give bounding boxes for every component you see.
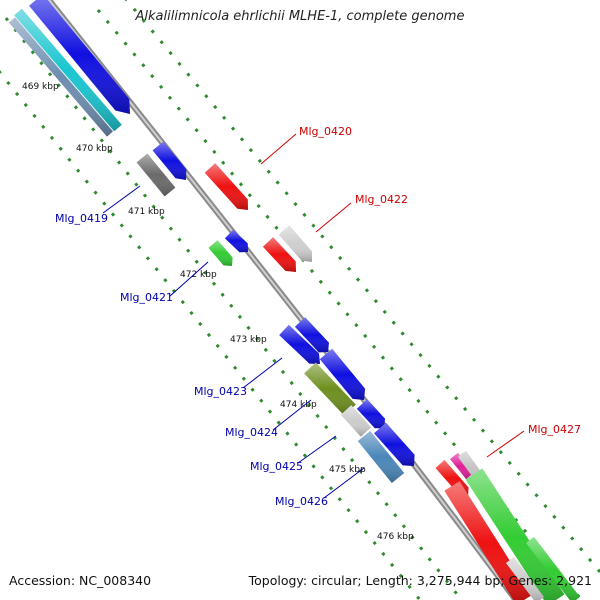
feature-mlg-0421-green-shading [208, 240, 233, 266]
feature-mlg-0423-blue-b-shading [294, 317, 329, 353]
gene-label-mlg-0425[interactable]: Mlg_0425 [250, 460, 303, 473]
leader-mlg-0424 [272, 399, 312, 431]
kbp-label-471: 471 kbp [128, 207, 165, 217]
feature-cyan-long-shading [14, 8, 122, 132]
feature-green-long-shading [465, 468, 565, 600]
tick-line-inner-2 [124, 0, 600, 573]
gene-label-mlg-0427[interactable]: Mlg_0427 [528, 423, 581, 436]
feature-mlg-0422-grey-shading [278, 225, 312, 262]
feature-mlg-0426-blue-shading [374, 422, 415, 466]
gene-features [9, 0, 580, 600]
feature-mlg-0422-red-shading [262, 237, 296, 272]
leader-mlg-0423 [242, 357, 283, 389]
tick-line-inner-1 [96, 9, 582, 599]
topology-text: Topology: circular; Length: 3,275,944 bp… [248, 573, 592, 588]
kbp-label-476: 476 kbp [377, 532, 414, 542]
feature-grey-right-shading [506, 557, 544, 600]
kbp-label-470: 470 kbp [76, 144, 113, 154]
gene-label-leaders [102, 133, 525, 499]
kbp-label-472: 472 kbp [180, 270, 217, 280]
gene-label-mlg-0420[interactable]: Mlg_0420 [299, 125, 352, 138]
feature-green-far-shading [526, 537, 580, 600]
kbp-scale: 469 kbp 470 kbp 471 kbp 472 kbp 473 kbp … [22, 82, 414, 542]
gene-label-mlg-0422[interactable]: Mlg_0422 [355, 193, 408, 206]
leader-mlg-0426 [323, 467, 365, 499]
gene-labels: Mlg_0419 Mlg_0420 Mlg_0421 Mlg_0422 Mlg_… [55, 125, 581, 508]
feature-red-long-shading [444, 481, 532, 600]
feature-mlg-0419-grey-shading [136, 153, 176, 197]
feature-mlg-0419-blue-shading [152, 141, 187, 180]
feature-mlg-0420-shading [204, 163, 248, 210]
feature-mlg-0424-olive-shading [304, 362, 356, 416]
kbp-label-475: 475 kbp [329, 465, 366, 475]
accession-text: Accession: NC_008340 [9, 573, 152, 588]
leader-mlg-0421 [169, 261, 209, 297]
feature-mlg-0421-blue-shading [224, 229, 248, 253]
leader-mlg-0425 [297, 435, 337, 464]
feature-mlg-0427-pink-shading [450, 452, 474, 480]
leader-mlg-0422 [315, 202, 352, 233]
kbp-label-473: 473 kbp [230, 335, 267, 345]
kbp-label-469: 469 kbp [22, 82, 59, 92]
leader-mlg-0420 [260, 133, 297, 165]
leader-mlg-0419 [102, 185, 141, 214]
feature-slate-long-shading [9, 17, 113, 137]
gene-label-mlg-0426[interactable]: Mlg_0426 [275, 495, 328, 508]
map-title: Alkalilimnicola ehrlichii MLHE-1, comple… [135, 9, 465, 24]
feature-mlg-0424-blue-shading [319, 348, 366, 400]
gene-label-mlg-0423[interactable]: Mlg_0423 [194, 385, 247, 398]
gene-label-mlg-0424[interactable]: Mlg_0424 [225, 426, 278, 439]
leader-mlg-0427 [486, 430, 525, 458]
feature-blue-top-shading [29, 0, 130, 114]
feature-mlg-0423-blue-a-shading [279, 324, 320, 364]
tick-line-outer-2 [0, 70, 422, 600]
gene-label-mlg-0421[interactable]: Mlg_0421 [120, 291, 173, 304]
feature-mlg-0426-steel-shading [357, 431, 405, 483]
kbp-label-474: 474 kbp [280, 400, 317, 410]
feature-mlg-0425-grey-shading [340, 405, 372, 437]
feature-mlg-0425-blue-shading [356, 399, 386, 429]
tick-line-outer-1 [4, 17, 462, 599]
gene-label-mlg-0419[interactable]: Mlg_0419 [55, 212, 108, 225]
